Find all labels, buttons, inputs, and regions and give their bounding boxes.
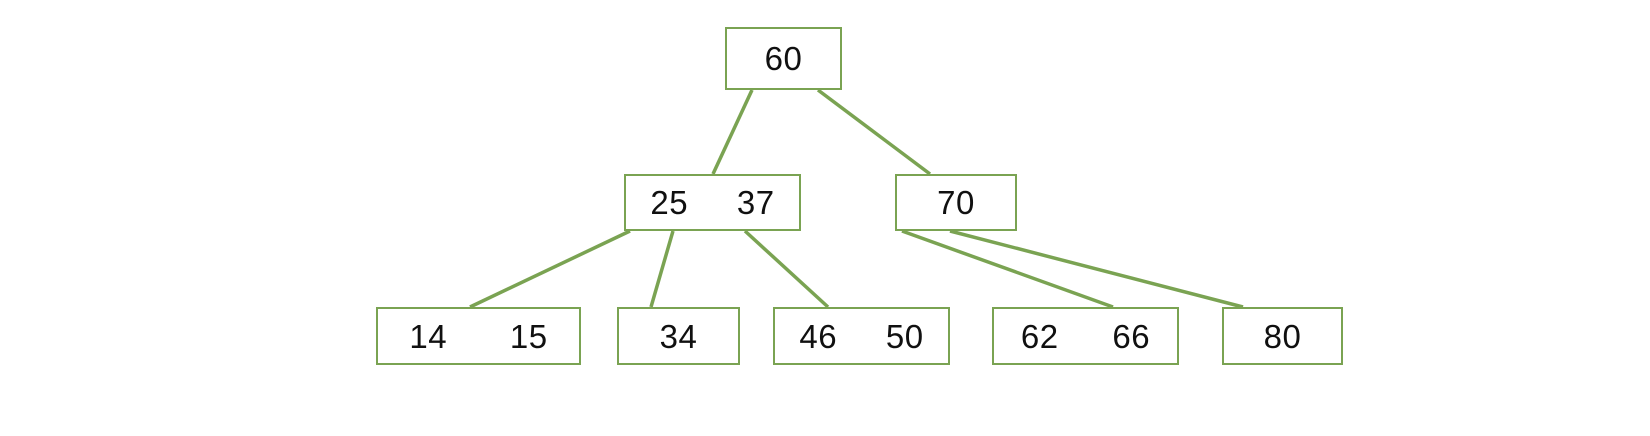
btree-edge — [949, 229, 1244, 309]
btree-edge — [901, 229, 1114, 309]
btree-key: 80 — [1263, 317, 1302, 355]
btree-key: 14 — [409, 317, 448, 355]
btree-key: 70 — [937, 184, 975, 221]
btree-node-leaf-3: 46 50 — [773, 307, 950, 365]
btree-key: 25 — [650, 184, 689, 221]
btree-edge — [711, 89, 754, 175]
btree-node-internal-right: 70 — [895, 174, 1017, 231]
btree-node-leaf-5: 80 — [1222, 307, 1343, 365]
btree-node-internal-left: 25 37 — [624, 174, 801, 231]
btree-edge — [649, 230, 675, 308]
btree-key: 62 — [1020, 317, 1059, 355]
btree-node-leaf-2: 34 — [617, 307, 740, 365]
btree-node-leaf-4: 62 66 — [992, 307, 1179, 365]
btree-key: 66 — [1112, 317, 1151, 355]
btree-edge — [743, 229, 830, 309]
btree-edge — [816, 88, 932, 176]
btree-key: 46 — [799, 317, 838, 355]
btree-key: 34 — [659, 317, 698, 355]
btree-key: 50 — [885, 317, 924, 355]
btree-key: 15 — [509, 317, 548, 355]
btree-edge — [469, 229, 631, 309]
btree-node-root: 60 — [725, 27, 842, 90]
btree-key: 37 — [736, 184, 775, 221]
btree-node-leaf-1: 14 15 — [376, 307, 581, 365]
btree-key: 60 — [764, 40, 803, 77]
